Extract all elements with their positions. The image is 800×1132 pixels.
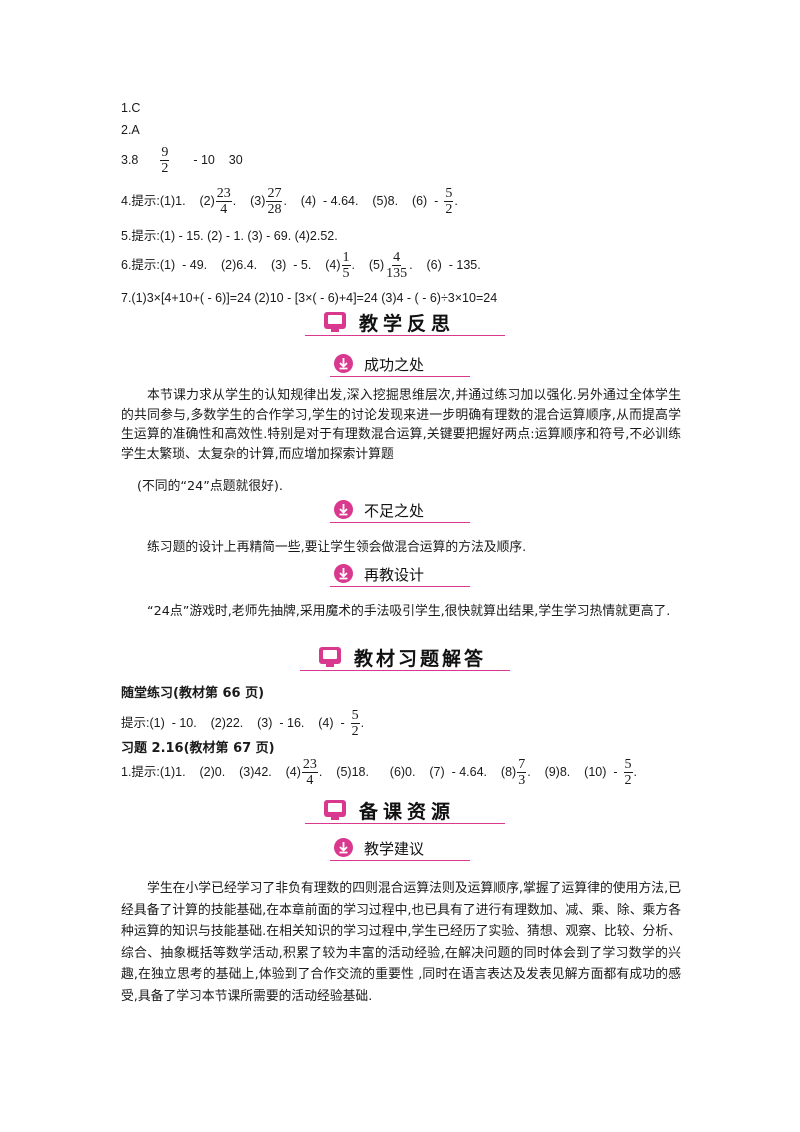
- subheading-title: 教学建议: [364, 840, 425, 858]
- monitor-icon: [319, 647, 341, 667]
- down-arrow-icon: [334, 564, 353, 583]
- section-heading-resources: 备课资源: [305, 796, 505, 826]
- subheading-title: 再教设计: [364, 566, 425, 584]
- answer-7: 7.(1)3×[4+10+( - 6)]=24 (2)10 - [3×( - 6…: [121, 291, 498, 305]
- monitor-icon: [324, 800, 346, 820]
- subheading-teaching-suggestions: 教学建议: [330, 836, 470, 862]
- down-arrow-icon: [334, 500, 353, 519]
- divider: [330, 521, 470, 523]
- subheading-shortcomings: 不足之处: [330, 498, 470, 524]
- answer-5: 5.提示:(1) - 15. (2) - 1. (3) - 69. (4)2.5…: [121, 229, 338, 243]
- practice-label: 随堂练习(教材第 66 页): [121, 686, 265, 701]
- divider: [330, 585, 470, 587]
- answer-2: 2.A: [121, 123, 140, 137]
- section-title: 备课资源: [359, 801, 456, 823]
- subheading-redesign: 再教设计: [330, 562, 470, 588]
- subheading-title: 成功之处: [364, 356, 425, 374]
- answer-1: 1.C: [121, 101, 141, 115]
- paragraph: 本节课力求从学生的认知规律出发,深入挖掘思维层次,并通过练习加以强化.另外通过全…: [121, 388, 681, 462]
- section-heading-reflection: 教学反思: [305, 308, 505, 338]
- subheading-success: 成功之处: [330, 352, 470, 378]
- divider: [305, 334, 505, 336]
- monitor-icon: [324, 312, 346, 332]
- subheading-title: 不足之处: [364, 502, 425, 520]
- down-arrow-icon: [334, 354, 353, 373]
- paragraph: 练习题的设计上再精简一些,要让学生领会做混合运算的方法及顺序.: [147, 540, 527, 555]
- answer-3-rest: - 10 30: [193, 152, 243, 167]
- section-title: 教学反思: [359, 313, 456, 335]
- paragraph: 学生在小学已经学习了非负有理数的四则混合运算法则及运算顺序,掌握了运算律的使用方…: [121, 881, 681, 1004]
- paragraph: “24点”游戏时,老师先抽牌,采用魔术的手法吸引学生,很快就算出结果,学生学习热…: [147, 604, 671, 619]
- exercise-label: 习题 2.16(教材第 67 页): [121, 741, 275, 756]
- answer-3-prefix: 3.8: [121, 152, 139, 167]
- divider: [300, 669, 510, 671]
- paragraph: (不同的“24”点题就很好).: [137, 479, 283, 494]
- divider: [330, 375, 470, 377]
- divider: [330, 859, 470, 861]
- section-heading-textbook-answers: 教材习题解答: [300, 643, 510, 673]
- section-title: 教材习题解答: [354, 648, 487, 670]
- divider: [305, 822, 505, 824]
- down-arrow-icon: [334, 838, 353, 857]
